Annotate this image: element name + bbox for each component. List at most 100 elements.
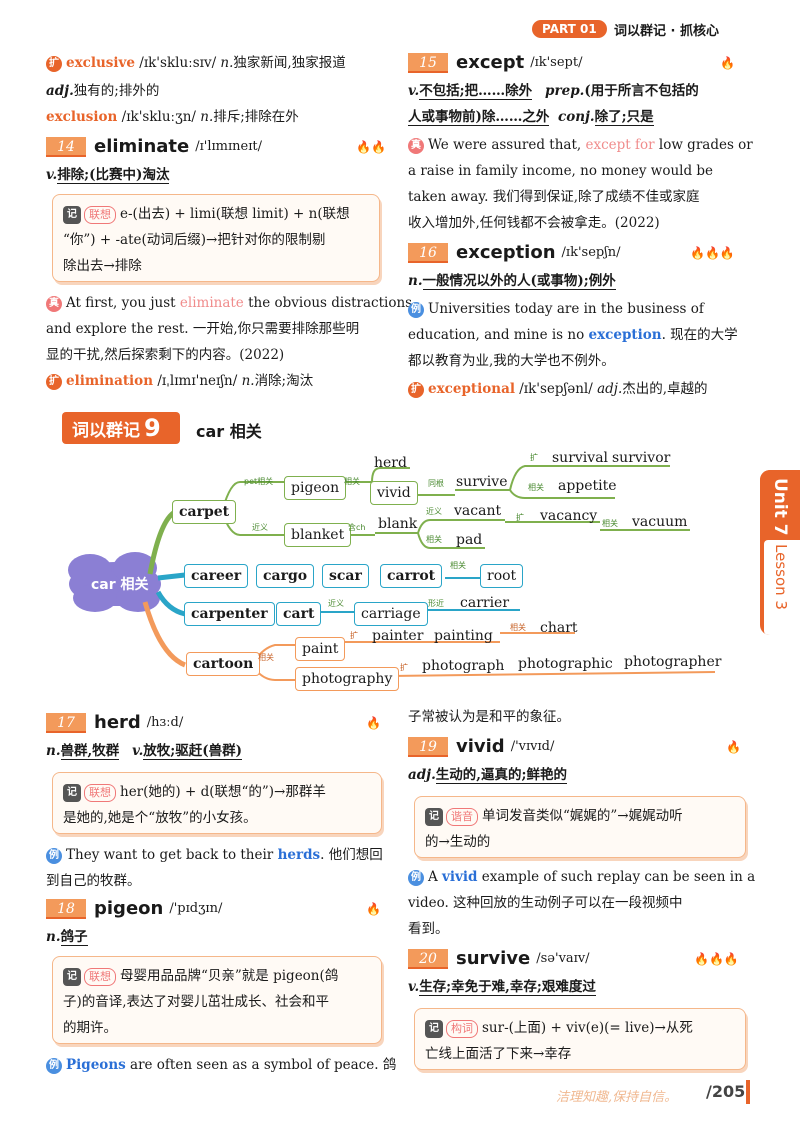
entry-15-example-4: 收入增加外,任何钱都不会被拿走。(2022): [408, 215, 660, 231]
fire-icon: 🔥: [726, 740, 741, 754]
example-icon: 例: [408, 869, 424, 886]
node-blanket[interactable]: blanket: [284, 523, 352, 547]
memory-logo-icon: 记: [63, 967, 81, 986]
node-career[interactable]: career: [184, 564, 249, 588]
link-label: 相关: [426, 535, 442, 544]
node-photography[interactable]: photography: [295, 667, 400, 691]
exam-icon: 真: [46, 295, 62, 312]
memory-logo-icon: 记: [425, 807, 443, 826]
fire-icon: 🔥: [366, 902, 381, 916]
link-label: 相关: [258, 653, 274, 662]
node-vivid[interactable]: vivid: [370, 481, 418, 505]
node-cartoon[interactable]: cartoon: [186, 652, 261, 676]
node-vacancy[interactable]: vacancy: [540, 508, 598, 524]
entry-16-def: n.一般情况以外的人(或事物);例外: [408, 273, 616, 290]
exam-icon: 真: [408, 137, 424, 154]
node-vacuum[interactable]: vacuum: [632, 514, 688, 530]
unit-side-tab[interactable]: Unit 7 Lesson 3: [760, 470, 800, 635]
center-cloud: [68, 552, 161, 612]
entry-14-example-2: and explore the rest. 一开始,你只需要排除那些明: [46, 321, 360, 337]
entry-16-example-3: 都以教育为业,我的大学也不例外。: [408, 353, 615, 369]
fire-icon: 🔥: [720, 56, 735, 70]
node-cart[interactable]: cart: [276, 602, 322, 626]
link-label: 相关: [602, 519, 618, 528]
expand-icon: 扩: [408, 381, 424, 398]
entry-14-example-3: 显的干扰,然后探索剩下的内容。(2022): [46, 347, 285, 363]
node-photographer[interactable]: photographer: [624, 654, 722, 670]
node-painter[interactable]: painter: [372, 628, 424, 644]
link-label: 近义: [328, 599, 344, 608]
entry-18-example-2: 子常被认为是和平的象征。: [408, 709, 570, 725]
section-title: car 相关: [196, 422, 262, 441]
fire-icon: 🔥🔥🔥: [694, 952, 739, 966]
entry-19-def: adj.生动的,逼真的;鲜艳的: [408, 767, 567, 784]
node-blank[interactable]: blank: [378, 516, 418, 532]
link-label: 近义: [252, 523, 268, 532]
node-carrier[interactable]: carrier: [460, 595, 510, 611]
unit-label: Unit 7: [770, 478, 790, 536]
entry-17-example-2: 到自己的牧群。: [46, 873, 141, 889]
node-carriage[interactable]: carriage: [354, 602, 428, 626]
entry-15-def-1: v.不包括;把……除外 prep.(用于所言不包括的: [408, 83, 699, 100]
mindmap-center: car 相关: [91, 577, 149, 593]
part-tag: PART 01: [532, 20, 607, 38]
node-survivor[interactable]: survivor: [612, 450, 671, 466]
exclusion-line: exclusion /ɪk'skluːʒn/ n.排斥;排除在外: [46, 109, 299, 125]
entry-14-def: v.排除;(比赛中)淘汰: [46, 167, 170, 184]
node-photographic[interactable]: photographic: [518, 656, 613, 672]
link-label: 扩: [516, 513, 524, 522]
node-vacant[interactable]: vacant: [454, 503, 502, 519]
node-pigeon[interactable]: pigeon: [284, 476, 347, 500]
node-scar[interactable]: scar: [322, 564, 369, 588]
node-cargo[interactable]: cargo: [256, 564, 315, 588]
link-label: 相关: [450, 561, 466, 570]
memory-logo-icon: 记: [63, 783, 81, 802]
page-number: /205: [706, 1082, 746, 1101]
link-label: 近义: [426, 507, 442, 516]
entry-19-memory-box: 记谐音单词发音类似“娓娓的”→娓娓动听 的→生动的: [414, 796, 746, 858]
node-chart[interactable]: chart: [540, 620, 578, 636]
node-survive[interactable]: survive: [456, 474, 508, 490]
example-icon: 例: [408, 301, 424, 318]
node-photograph[interactable]: photograph: [422, 658, 505, 674]
link-label: 相关: [528, 483, 544, 492]
fire-icon: 🔥🔥: [356, 140, 386, 154]
footer-slogan: 洁理知趣,保持自信。: [556, 1090, 678, 1105]
page-marker: [746, 1080, 750, 1104]
expand-icon: 扩: [46, 55, 62, 72]
node-appetite[interactable]: appetite: [558, 478, 617, 494]
example-icon: 例: [46, 847, 62, 864]
link-label: 相关: [510, 623, 526, 632]
entry-16-example-2: education, and mine is no exception. 现在的…: [408, 327, 738, 343]
node-carpenter[interactable]: carpenter: [184, 602, 275, 626]
link-label: 相关: [344, 477, 360, 486]
node-herd[interactable]: herd: [374, 455, 407, 471]
entry-18-memory-box: 记联想母婴用品品牌“贝亲”就是 pigeon(鸽 子)的音译,表达了对婴儿茁壮成…: [52, 956, 382, 1044]
header-title: 词以群记 · 抓核心: [614, 24, 719, 39]
node-carrot[interactable]: carrot: [380, 564, 443, 588]
node-paint[interactable]: paint: [295, 637, 346, 661]
node-pad[interactable]: pad: [456, 532, 483, 548]
node-painting[interactable]: painting: [434, 628, 493, 644]
entry-15-def-2: 人或事物前)除……之外 conj.除了;只是: [408, 109, 654, 126]
node-root[interactable]: root: [480, 564, 524, 588]
lesson-label: Lesson 3: [772, 544, 790, 610]
link-label: 含ch: [348, 523, 366, 532]
node-survival[interactable]: survival: [552, 450, 609, 466]
fire-icon: 🔥: [366, 716, 381, 730]
entry-15-example-3: taken away. 我们得到保证,除了成绩不佳或家庭: [408, 189, 700, 205]
node-carpet[interactable]: carpet: [172, 500, 237, 524]
